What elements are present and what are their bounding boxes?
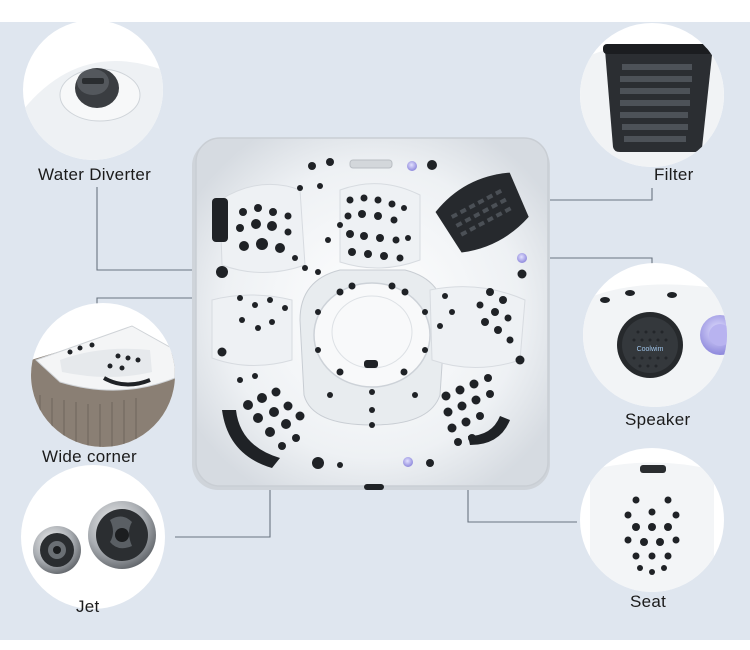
label-jet: Jet (76, 597, 100, 616)
jet-photo (21, 465, 165, 609)
label-water-diverter: Water Diverter (38, 165, 152, 184)
water-diverter-photo (23, 20, 163, 160)
label-filter: Filter (654, 165, 694, 184)
label-wide-corner: Wide corner (42, 447, 137, 466)
seat-photo (580, 448, 724, 592)
speaker-photo: Coolwim (583, 263, 727, 407)
wide-corner-photo (31, 303, 175, 447)
filter-photo (580, 23, 724, 167)
label-seat: Seat (630, 592, 667, 611)
spa-tub (192, 137, 550, 490)
label-speaker: Speaker (625, 410, 691, 429)
speaker-logo: Coolwim (637, 346, 664, 353)
